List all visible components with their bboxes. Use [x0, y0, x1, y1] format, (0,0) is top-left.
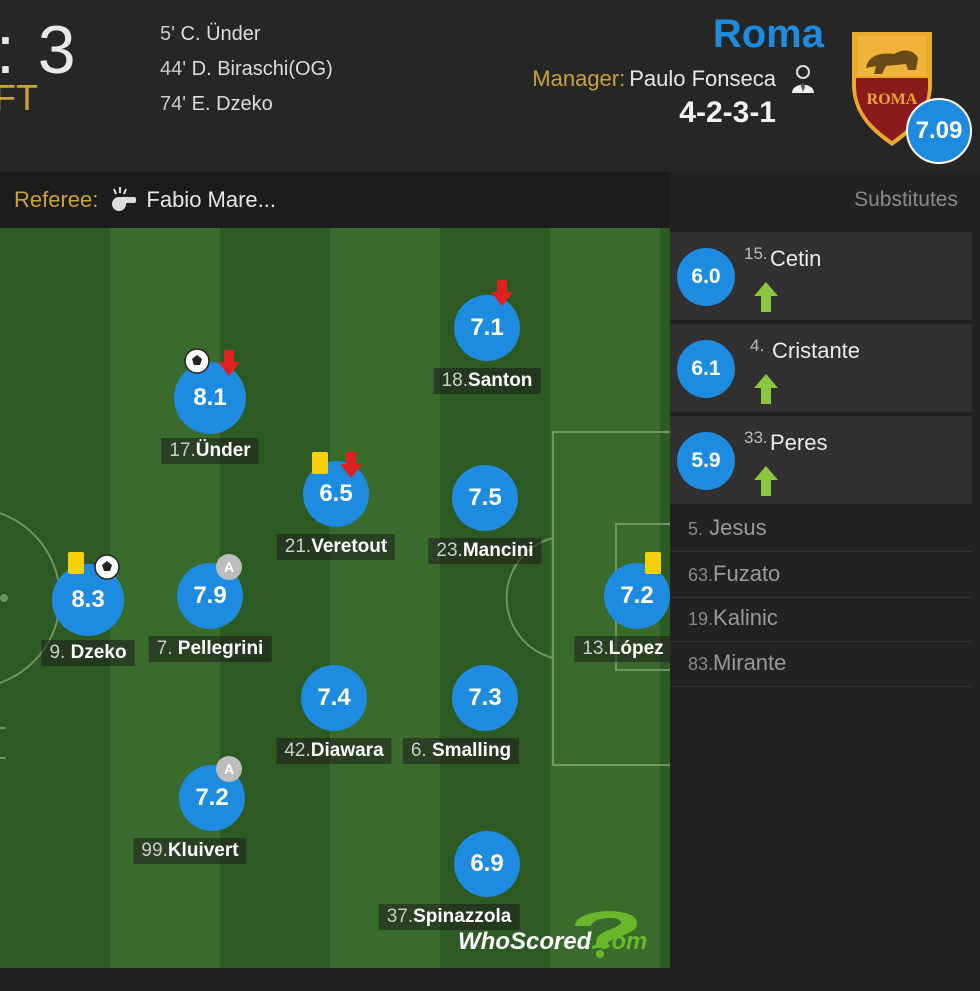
substitute-name[interactable]: Cristante — [772, 338, 861, 363]
sub-on-icon — [754, 374, 778, 404]
whoscored-logo-icon — [575, 911, 638, 958]
player-rating[interactable]: 7.4 — [301, 665, 367, 731]
unused-substitute-item[interactable]: 5. Jesus — [670, 506, 972, 552]
goal-item[interactable]: 5' C. Ünder — [160, 23, 261, 45]
player-rating[interactable]: 5.9 — [677, 432, 735, 490]
referee-bar: Referee: Fabio Mare... — [0, 172, 670, 228]
player-name-tag: 9. Dzeko — [41, 640, 135, 666]
sub-off-icon — [340, 452, 362, 478]
player-rating[interactable]: 6.1 — [677, 340, 735, 398]
substitute-item[interactable]: 5.9 33. Peres — [670, 416, 972, 506]
svg-text:ROMA: ROMA — [867, 91, 918, 108]
substitute-item[interactable]: 6.0 15. Cetin — [670, 232, 972, 322]
unused-substitute-item[interactable]: 63.Fuzato — [670, 552, 972, 598]
player-name-tag: 6. Smalling — [402, 738, 520, 764]
manager-icon — [790, 64, 816, 94]
player-rating[interactable]: 8.1 — [174, 362, 246, 434]
player-rating[interactable]: 6.0 — [677, 248, 735, 306]
goal-ball-icon — [184, 348, 210, 374]
goal-item[interactable]: 44' D. Biraschi(OG) — [160, 58, 333, 80]
score: : 3 — [0, 12, 78, 88]
player-name-tag: 99.Kluivert — [133, 838, 247, 864]
yellow-card-icon — [68, 552, 84, 574]
player-name-tag: 17.Ünder — [161, 438, 259, 464]
player-rating[interactable]: 7.3 — [452, 665, 518, 731]
player-name-tag: 7. Pellegrini — [148, 636, 272, 662]
captain-icon: A — [216, 756, 242, 782]
whoscored-watermark: WhoScored.com — [458, 928, 648, 955]
team-name[interactable]: Roma — [712, 12, 824, 56]
captain-icon: A — [216, 554, 242, 580]
sub-on-icon — [754, 282, 778, 312]
manager-name[interactable]: Paulo Fonseca — [629, 66, 776, 91]
yellow-card-icon — [645, 552, 661, 574]
yellow-card-icon — [312, 452, 328, 474]
player-rating[interactable]: 7.2 — [604, 563, 670, 629]
goal-ball-icon — [94, 554, 120, 580]
goal-list: 5' C. Ünder 44' D. Biraschi(OG) 74' E. D… — [160, 22, 333, 127]
player-name-tag: 37.Spinazzola — [378, 904, 520, 930]
player-name-tag: 13.López — [574, 636, 670, 662]
pitch: 7.1 18.Santon 8.1 17.Ünder 6.5 21.Vereto… — [0, 228, 670, 968]
sub-on-icon — [754, 466, 778, 496]
sub-off-icon — [491, 280, 513, 306]
player-rating[interactable]: 7.1 — [454, 295, 520, 361]
whistle-icon — [108, 185, 138, 215]
unused-substitute-item[interactable]: 83.Mirante — [670, 641, 972, 687]
sub-off-icon — [218, 350, 240, 376]
formation: 4-2-3-1 — [679, 96, 776, 129]
substitute-name[interactable]: Cetin — [770, 246, 822, 271]
manager-label: Manager: — [532, 66, 626, 91]
goal-item[interactable]: 74' E. Dzeko — [160, 93, 273, 115]
referee-name[interactable]: Fabio Mare... — [146, 187, 276, 212]
match-header: : 3 FT 5' C. Ünder 44' D. Biraschi(OG) 7… — [0, 0, 980, 172]
player-rating[interactable]: 7.5 — [452, 465, 518, 531]
team-rating: 7.09 — [906, 98, 972, 164]
substitute-name[interactable]: Peres — [770, 430, 828, 455]
player-name-tag: 21.Veretout — [276, 534, 396, 560]
substitutes-title: Substitutes — [854, 188, 958, 211]
referee-label: Referee: — [14, 187, 99, 212]
unused-substitute-item[interactable]: 19.Kalinic — [670, 596, 972, 642]
substitute-item[interactable]: 6.1 4. Cristante — [670, 324, 972, 414]
player-name-tag: 23.Mancini — [428, 538, 542, 564]
player-name-tag: 18.Santon — [433, 368, 541, 394]
substitutes-panel: Substitutes 6.0 15. Cetin 6.1 4. Cristan… — [670, 172, 980, 991]
match-status: FT — [0, 77, 38, 118]
manager-info: Manager: Paulo Fonseca — [532, 64, 816, 94]
player-name-tag: 42.Diawara — [276, 738, 392, 764]
player-rating[interactable]: 6.9 — [454, 831, 520, 897]
